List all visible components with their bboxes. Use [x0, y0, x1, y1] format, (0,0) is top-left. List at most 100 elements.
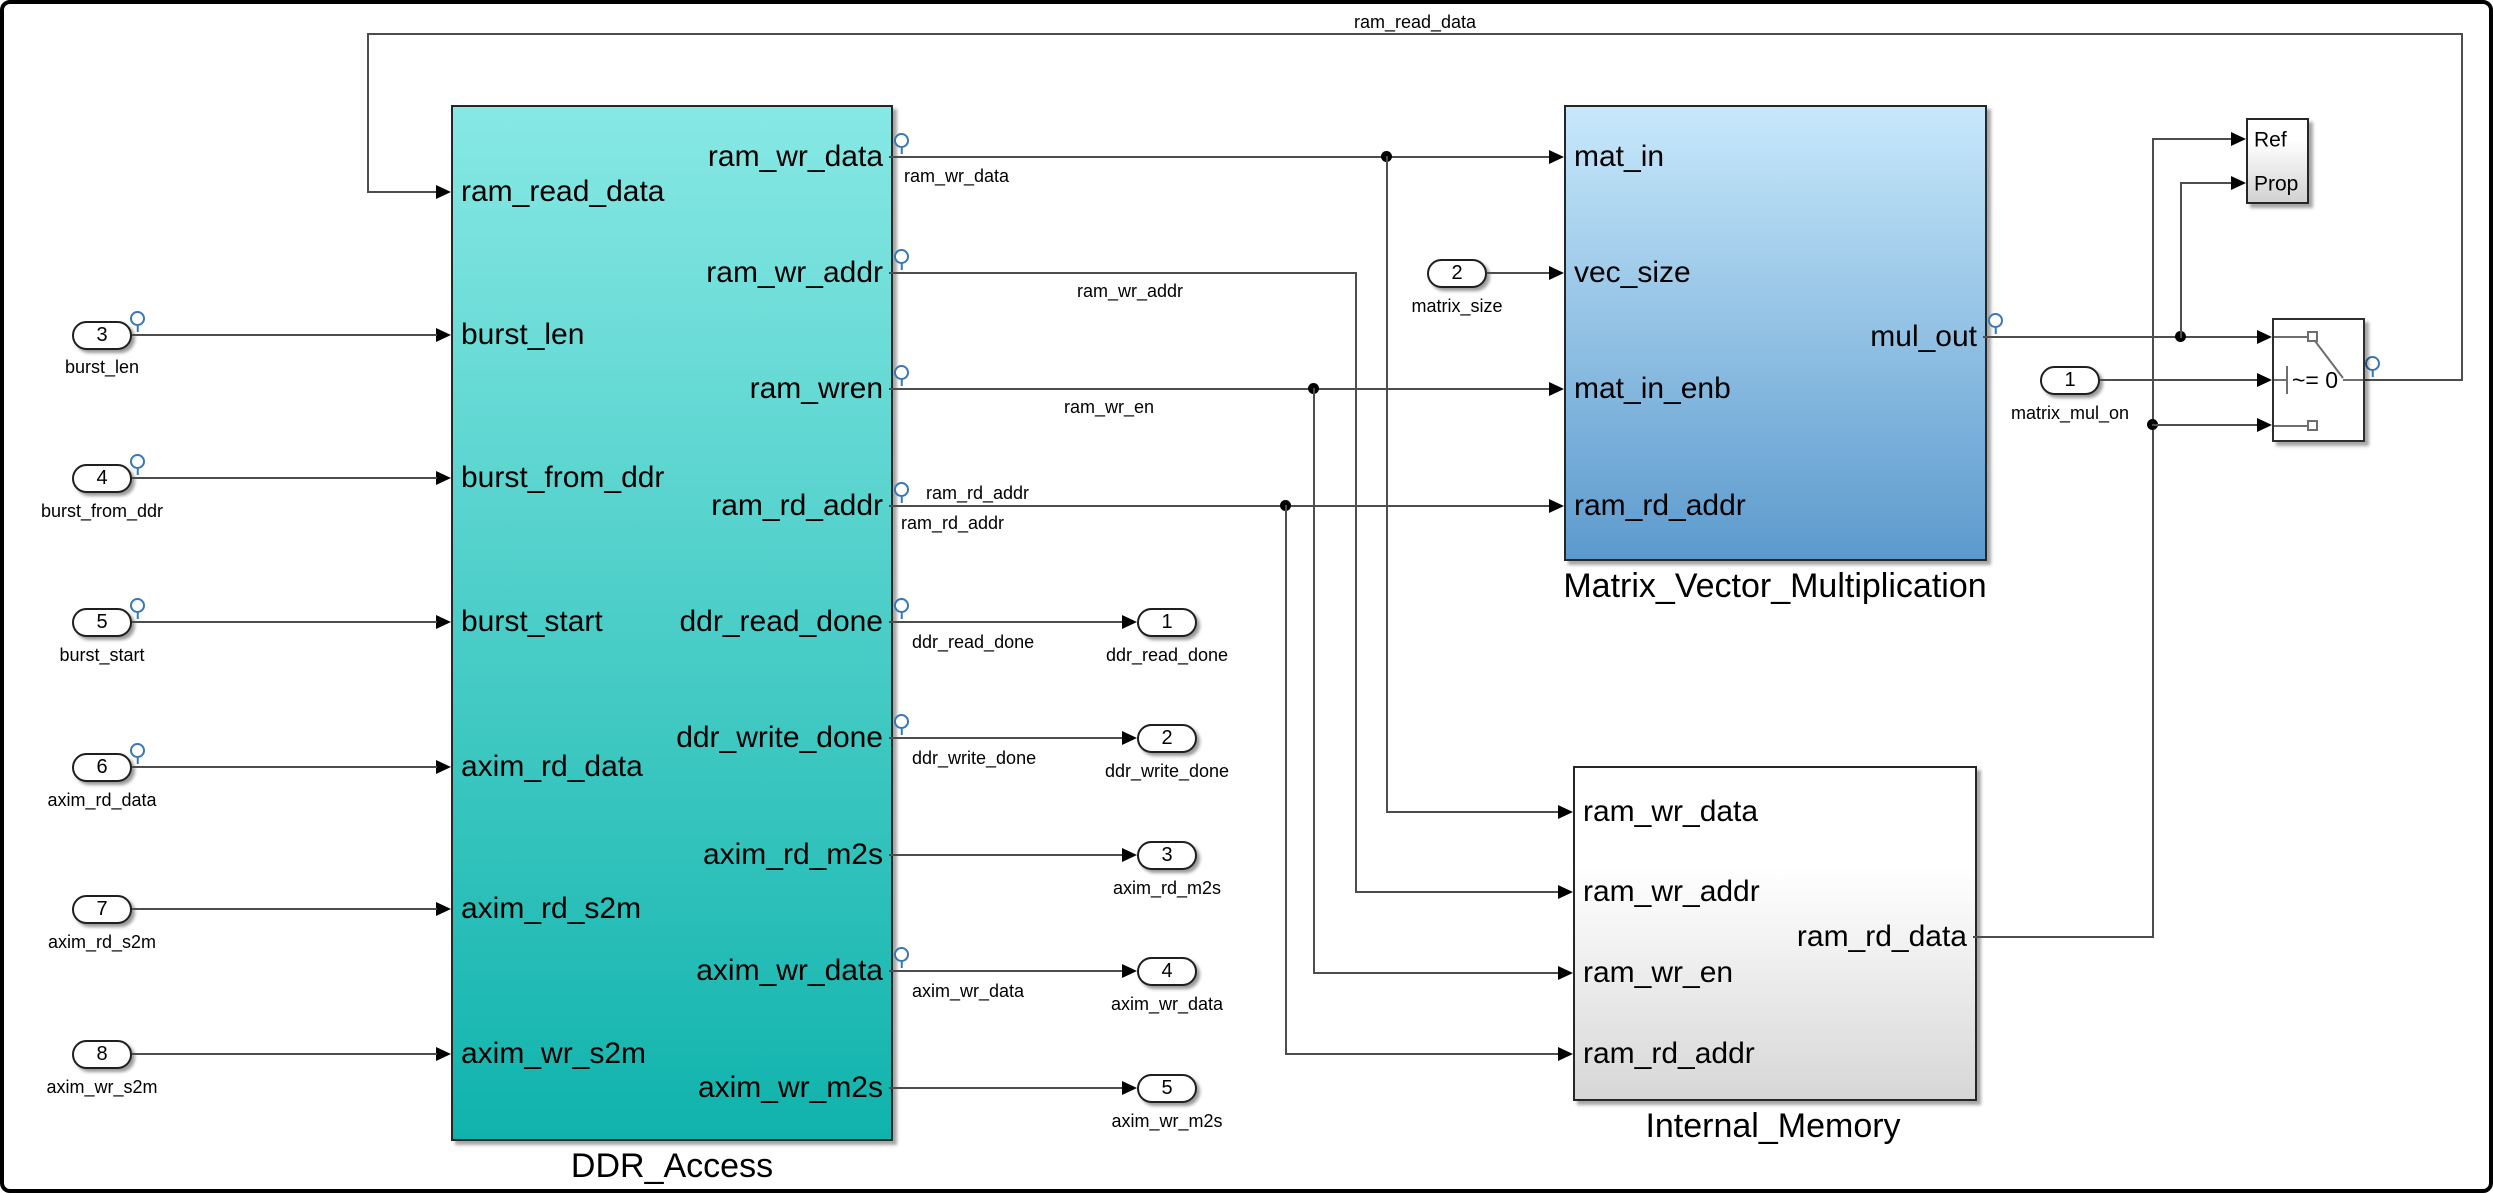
wire-ddr-write-done[interactable] [889, 737, 1123, 739]
matrix-in-mat-in-enb: mat_in_enb [1574, 372, 1731, 405]
inport-1-matrix-mul-on[interactable]: 1 [2040, 366, 2100, 395]
inport-2-number: 2 [1451, 262, 1463, 284]
wire-ram-wr-data-branch-h[interactable] [1386, 811, 1559, 813]
wire-ram-rd-data-to-ref[interactable] [2152, 138, 2232, 140]
wire-burst-from-ddr[interactable] [132, 477, 437, 479]
wire-ram-wren[interactable] [889, 388, 1550, 390]
inport-6-axim-rd-data[interactable]: 6 [72, 753, 132, 782]
outport-5-axim-wr-m2s[interactable]: 5 [1137, 1074, 1197, 1103]
outport-2-ddr-write-done[interactable]: 2 [1137, 724, 1197, 753]
compare-block[interactable]: Ref Prop [2246, 118, 2309, 204]
wire-ram-wren-branch-v[interactable] [1313, 388, 1315, 973]
wire-axim-rd-m2s[interactable] [889, 854, 1123, 856]
wire-ram-wren-branch-h[interactable] [1313, 972, 1559, 974]
arrowhead-outport-4 [1122, 964, 1137, 978]
inport-8-axim-wr-s2m[interactable]: 8 [72, 1040, 132, 1069]
wire-ram-wr-addr-v[interactable] [1355, 272, 1357, 893]
testpoint-pin-ram-wr-addr-icon[interactable] [894, 249, 909, 264]
inport-3-burst-len[interactable]: 3 [72, 321, 132, 350]
ddr-in-axim-rd-data: axim_rd_data [461, 750, 643, 783]
testpoint-pin-switch-out-icon[interactable] [2365, 356, 2380, 371]
testpoint-pin-ram-rd-addr-icon[interactable] [894, 482, 909, 497]
testpoint-pin-burst-len-icon[interactable] [130, 311, 145, 326]
wire-feedback-left[interactable] [367, 33, 369, 192]
wire-ram-rd-addr-branch-h[interactable] [1285, 1053, 1559, 1055]
wire-ram-rd-addr-branch-v[interactable] [1285, 505, 1287, 1054]
wire-ram-rd-data[interactable] [1973, 936, 2154, 938]
ddr-out-ram-rd-addr: ram_rd_addr [711, 489, 883, 522]
wire-ram-rd-addr[interactable] [889, 505, 1550, 507]
wire-label-ddr-write-done: ddr_write_done [912, 748, 1037, 768]
arrowhead-mem-ram-wr-addr [1558, 885, 1573, 899]
inport-5-burst-start[interactable]: 5 [72, 608, 132, 637]
outport-1-ddr-read-done[interactable]: 1 [1137, 608, 1197, 637]
arrowhead-burst-start [436, 615, 451, 629]
ddr-in-ram-read-data: ram_read_data [461, 175, 665, 208]
wire-matrix-size[interactable] [1487, 272, 1550, 274]
arrowhead-matrix-ram-rd-addr [1549, 499, 1564, 513]
wire-label-ram-wr-addr: ram_wr_addr [1077, 281, 1184, 301]
wire-axim-rd-s2m[interactable] [132, 908, 437, 910]
internal-memory-block[interactable]: ram_wr_data ram_wr_addr ram_wr_en ram_rd… [1573, 766, 1977, 1101]
wire-ram-wr-data[interactable] [889, 156, 1550, 158]
testpoint-pin-ddr-read-done-icon[interactable] [894, 598, 909, 613]
wire-ram-rd-data-v[interactable] [2152, 138, 2154, 938]
inport-6-number: 6 [96, 756, 108, 778]
wire-ram-rd-data-to-switch[interactable] [2152, 424, 2258, 426]
internal-memory-block-name[interactable]: Internal_Memory [1645, 1107, 1901, 1145]
wire-feedback-top[interactable] [367, 33, 2463, 35]
testpoint-pin-ddr-write-done-icon[interactable] [894, 714, 909, 729]
inport-3-number: 3 [96, 324, 108, 346]
ddr-access-block[interactable]: ram_read_data burst_len burst_from_ddr b… [451, 105, 893, 1141]
ddr-in-burst-start: burst_start [461, 605, 603, 638]
wire-burst-len[interactable] [132, 334, 437, 336]
wire-burst-start[interactable] [132, 621, 437, 623]
outport-3-axim-rd-m2s[interactable]: 3 [1137, 841, 1197, 870]
ddr-in-burst-from-ddr: burst_from_ddr [461, 461, 665, 494]
testpoint-pin-axim-wr-data-icon[interactable] [894, 947, 909, 962]
arrowhead-mem-ram-wr-en [1558, 966, 1573, 980]
testpoint-pin-burst-start-icon[interactable] [130, 598, 145, 613]
wire-feedback-into-ddr[interactable] [367, 191, 437, 193]
wire-switch-output[interactable] [2365, 379, 2463, 381]
wire-axim-wr-m2s[interactable] [889, 1087, 1123, 1089]
outport-2-number: 2 [1161, 727, 1173, 749]
wire-ram-wr-addr[interactable] [889, 272, 1357, 274]
ddr-out-axim-wr-m2s: axim_wr_m2s [697, 1071, 883, 1104]
ddr-access-block-name[interactable]: DDR_Access [570, 1147, 774, 1185]
testpoint-pin-ram-wr-data-icon[interactable] [894, 133, 909, 148]
arrowhead-outport-3 [1122, 848, 1137, 862]
inport-2-matrix-size[interactable]: 2 [1427, 259, 1487, 288]
wire-axim-wr-data[interactable] [889, 970, 1123, 972]
wire-mul-out[interactable] [1983, 336, 2258, 338]
inport-6-label: axim_rd_data [47, 790, 157, 810]
testpoint-pin-ram-wren-icon[interactable] [894, 365, 909, 380]
testpoint-pin-burst-from-ddr-icon[interactable] [130, 454, 145, 469]
arrowhead-outport-5 [1122, 1081, 1137, 1095]
wire-axim-rd-data[interactable] [132, 766, 437, 768]
inport-4-burst-from-ddr[interactable]: 4 [72, 464, 132, 493]
wire-matrix-mul-on[interactable] [2100, 379, 2258, 381]
inport-1-label: matrix_mul_on [2010, 403, 2130, 423]
testpoint-pin-mul-out-icon[interactable] [1988, 313, 2003, 328]
testpoint-pin-axim-rd-data-icon[interactable] [130, 743, 145, 758]
inport-7-axim-rd-s2m[interactable]: 7 [72, 895, 132, 924]
outport-4-axim-wr-data[interactable]: 4 [1137, 957, 1197, 986]
wire-axim-wr-s2m[interactable] [132, 1053, 437, 1055]
feedback-signal-label: ram_read_data [1353, 12, 1477, 32]
wire-ram-wr-data-branch-v[interactable] [1386, 156, 1388, 812]
outport-1-label: ddr_read_done [1105, 645, 1229, 665]
wire-mul-out-branch-h[interactable] [2180, 182, 2232, 184]
wire-label-axim-wr-data: axim_wr_data [912, 981, 1025, 1001]
switch-block[interactable]: ~= 0 [2272, 318, 2365, 442]
arrowhead-axim-rd-s2m [436, 902, 451, 916]
outport-4-number: 4 [1161, 960, 1173, 982]
wire-mul-out-branch-v[interactable] [2180, 182, 2182, 338]
switch-glyph-icon [2274, 331, 2363, 431]
memory-in-ram-wr-data: ram_wr_data [1583, 795, 1759, 828]
wire-feedback-right[interactable] [2461, 33, 2463, 381]
wire-ddr-read-done[interactable] [889, 621, 1123, 623]
matrix-vector-multiplication-block-name[interactable]: Matrix_Vector_Multiplication [1563, 567, 1987, 605]
wire-ram-wr-addr-h2[interactable] [1355, 891, 1559, 893]
matrix-vector-multiplication-block[interactable]: mat_in vec_size mat_in_enb ram_rd_addr m… [1564, 105, 1987, 561]
